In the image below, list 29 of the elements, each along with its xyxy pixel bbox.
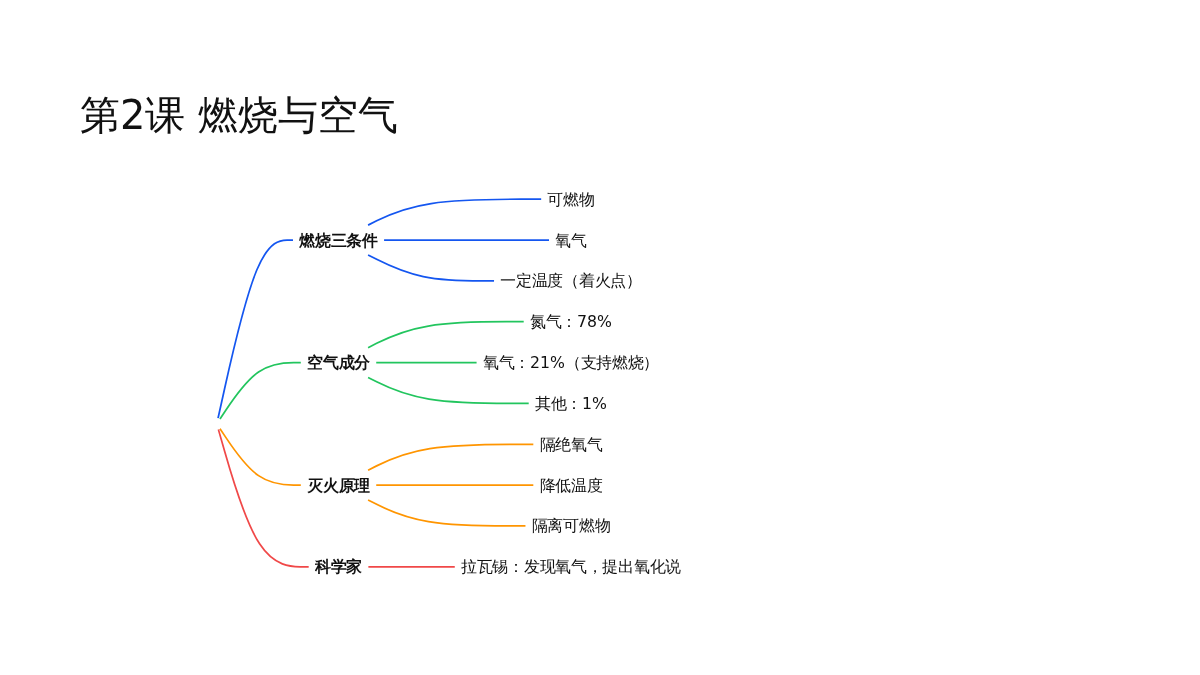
node-text: 拉瓦锡：发现氧气，提出氧化说 [461, 557, 681, 577]
node-text: 氮气：78% [529, 312, 613, 332]
node-text: 科学家 [314, 557, 363, 577]
connector [217, 428, 310, 568]
node-text: 灭火原理 [307, 475, 370, 495]
connector [367, 376, 530, 405]
node-text: 隔绝氧气 [539, 434, 603, 454]
connector [218, 427, 302, 486]
node-text: 氧气：21%（支持燃烧） [482, 353, 660, 372]
connector [367, 565, 456, 568]
node-text: 可燃物 [547, 189, 595, 209]
node-text: 空气成分 [307, 353, 370, 372]
connector [375, 484, 535, 486]
connector [367, 443, 535, 472]
title: 第2课 燃烧与空气 [80, 91, 399, 140]
connector [218, 361, 302, 421]
connector [383, 239, 550, 241]
connector [367, 320, 525, 349]
connector [217, 239, 294, 420]
node-text: 隔离可燃物 [531, 516, 611, 536]
connector [367, 254, 495, 282]
node-text: 其他：1% [534, 394, 608, 413]
node-text: 氧气 [555, 230, 587, 250]
node-text: 降低温度 [539, 475, 603, 495]
connector [367, 499, 527, 527]
node-text: 燃烧三条件 [299, 230, 378, 250]
node-text: 一定温度（着火点） [500, 271, 642, 291]
connector [367, 198, 543, 226]
connector [375, 361, 478, 364]
